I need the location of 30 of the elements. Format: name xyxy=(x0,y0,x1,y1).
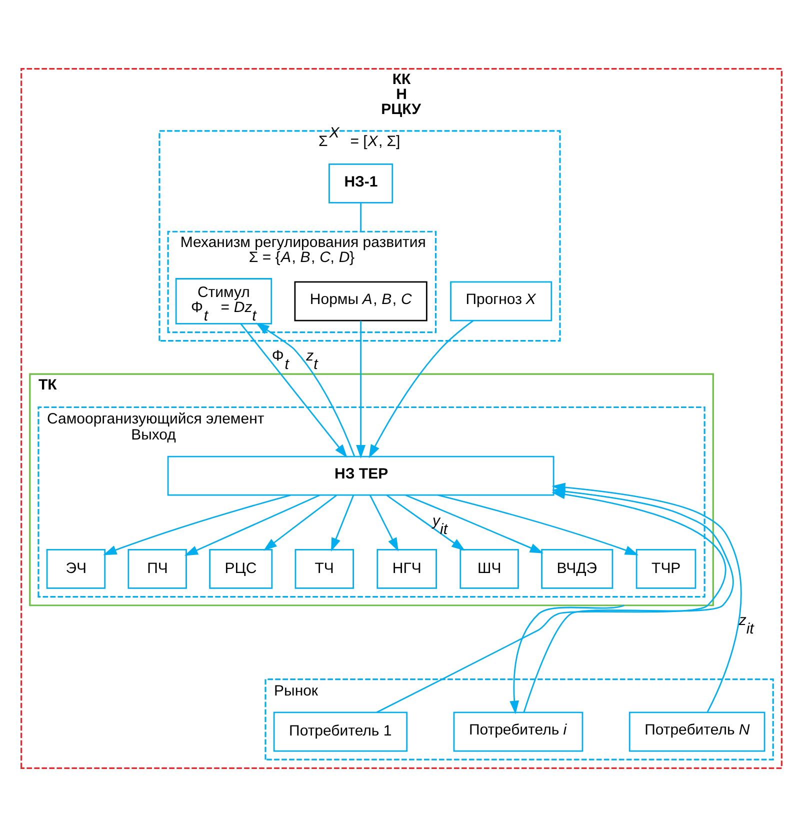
node-box: Потребитель i xyxy=(453,711,584,752)
arrow xyxy=(356,320,366,458)
arrow xyxy=(263,494,337,550)
arrow xyxy=(438,494,639,555)
connector xyxy=(360,202,362,232)
arrow xyxy=(370,494,398,551)
node-box: ШЧ xyxy=(460,548,519,588)
arrow xyxy=(330,494,354,551)
arrow xyxy=(386,494,466,550)
node-box: Потребитель N xyxy=(628,711,766,752)
node-box: Прогноз X xyxy=(450,280,552,321)
arrow xyxy=(510,604,624,714)
node-box: НЗ ТЕР xyxy=(167,455,554,496)
node-box: РЦС xyxy=(209,548,273,588)
arrow xyxy=(240,322,348,458)
node-box: НГЧ xyxy=(376,548,437,588)
arrow xyxy=(184,494,320,556)
arrow xyxy=(368,320,474,458)
node-box: ПЧ xyxy=(128,548,187,588)
node-box: ТЧР xyxy=(636,548,696,588)
node-box: ВЧДЭ xyxy=(541,548,614,588)
arrow xyxy=(256,322,356,456)
node-box: НЗ-1 xyxy=(328,162,394,203)
node-box: ТЧ xyxy=(294,548,354,588)
arrow xyxy=(406,494,544,553)
arrow xyxy=(103,494,291,555)
node-box: Нормы A, B, C xyxy=(294,280,428,321)
node-box: ЭЧ xyxy=(46,548,106,588)
node-label: X xyxy=(329,124,340,142)
node-box: Потребитель 1 xyxy=(273,711,408,752)
